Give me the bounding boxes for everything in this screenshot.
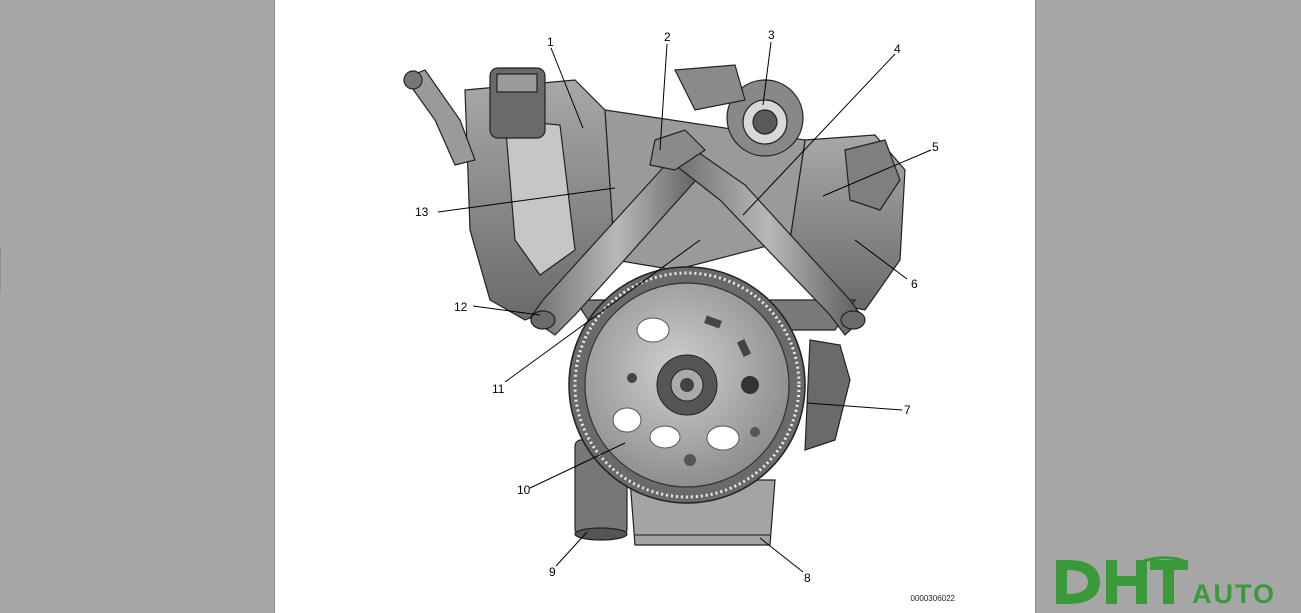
callout-3: 3 [768, 28, 775, 42]
callout-13: 13 [415, 205, 429, 219]
engine-rear-view-illustration: 1 2 3 4 5 6 7 8 9 10 11 12 13 [403, 28, 939, 585]
callout-10: 10 [517, 483, 531, 497]
document-page: 1 2 3 4 5 6 7 8 9 10 11 12 13 0000306022 [274, 0, 1036, 613]
callout-2: 2 [664, 30, 671, 44]
callout-5: 5 [932, 140, 939, 154]
callout-4: 4 [894, 42, 901, 56]
callout-1: 1 [547, 35, 554, 49]
callout-7: 7 [904, 403, 911, 417]
callout-12: 12 [454, 300, 468, 314]
left-edge-marker [0, 248, 3, 292]
dht-auto-logo: AUTO [1056, 556, 1276, 608]
callout-numbers: 1 2 3 4 5 6 7 8 9 10 11 12 13 [415, 28, 939, 585]
engine-body [403, 64, 906, 546]
callout-9: 9 [549, 565, 556, 579]
coolant-crossover-pipes [529, 129, 866, 336]
logo-text: AUTO [1192, 579, 1276, 608]
callout-8: 8 [804, 571, 811, 585]
flexplate [568, 266, 806, 504]
callout-6: 6 [911, 277, 918, 291]
figure-id: 0000306022 [910, 594, 956, 603]
callout-11: 11 [492, 382, 505, 396]
callout-leaders [437, 41, 932, 573]
